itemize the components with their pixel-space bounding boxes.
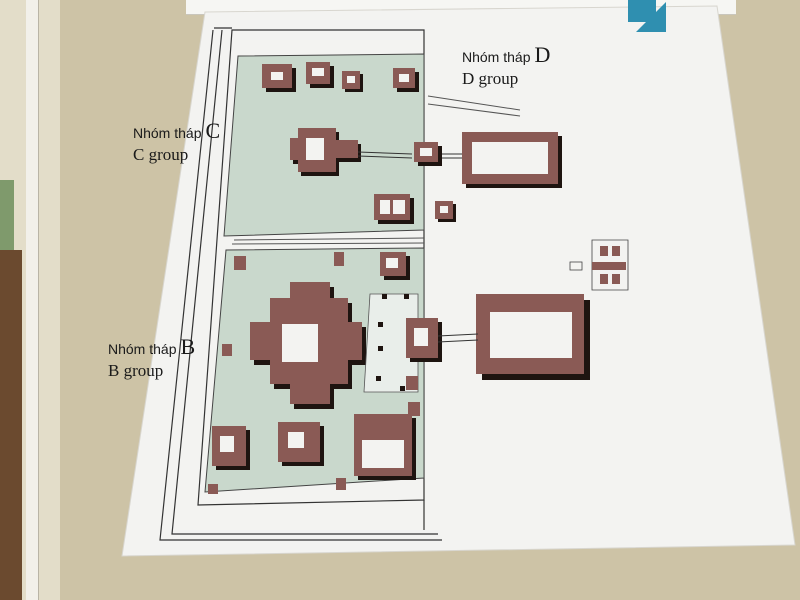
label-group-c: Nhóm tháp C C group [133, 118, 220, 165]
tower-b-w3 [354, 414, 416, 480]
tower-c-5 [374, 194, 414, 224]
tower-b-s7 [408, 402, 420, 416]
tower-b-s4 [208, 484, 218, 494]
arrow-icon [628, 0, 666, 32]
label-group-c-en: C group [133, 145, 189, 165]
label-group-b-letter: B [180, 334, 196, 359]
tower-b-hall [476, 294, 590, 380]
label-group-d: Nhóm tháp D D group [462, 42, 550, 89]
tower-c-3 [342, 71, 363, 92]
group-c-towers [262, 62, 456, 224]
tower-b-s5 [336, 478, 346, 490]
label-group-b-en: B group [108, 361, 164, 381]
tower-cluster-east [569, 239, 629, 291]
tower-b-gate [406, 318, 442, 362]
label-group-d-letter: D [534, 42, 551, 67]
wooden-frame [0, 250, 22, 600]
label-group-b-vi: Nhóm tháp [108, 341, 177, 357]
tower-c-6 [435, 201, 456, 222]
tower-b-w2 [278, 422, 324, 466]
tower-b-s2 [334, 252, 344, 266]
tower-c-main [290, 128, 361, 176]
tower-b-main [250, 282, 366, 409]
tower-b-s1 [234, 256, 246, 270]
group-d-towers [414, 132, 562, 188]
tower-b-s3 [222, 344, 232, 356]
site-boundary [159, 27, 442, 541]
tower-d-gate [414, 142, 442, 166]
label-group-d-vi: Nhóm tháp [462, 49, 531, 65]
label-group-c-letter: C [205, 118, 221, 143]
tower-b-w1 [212, 426, 250, 470]
courtyard-b [363, 293, 419, 393]
group-b-towers [208, 252, 590, 494]
label-group-d-en: D group [462, 69, 519, 89]
label-group-c-vi: Nhóm tháp [133, 125, 202, 141]
tower-b-s6 [406, 376, 418, 390]
tower-b-n1 [380, 252, 410, 280]
window-view [0, 180, 14, 260]
tower-c-1 [262, 64, 296, 92]
tower-c-4 [393, 68, 419, 92]
support-pole [26, 0, 39, 600]
tower-c-2 [306, 62, 334, 88]
label-group-b: Nhóm tháp B B group [108, 334, 195, 381]
tower-d-hall [462, 132, 562, 188]
